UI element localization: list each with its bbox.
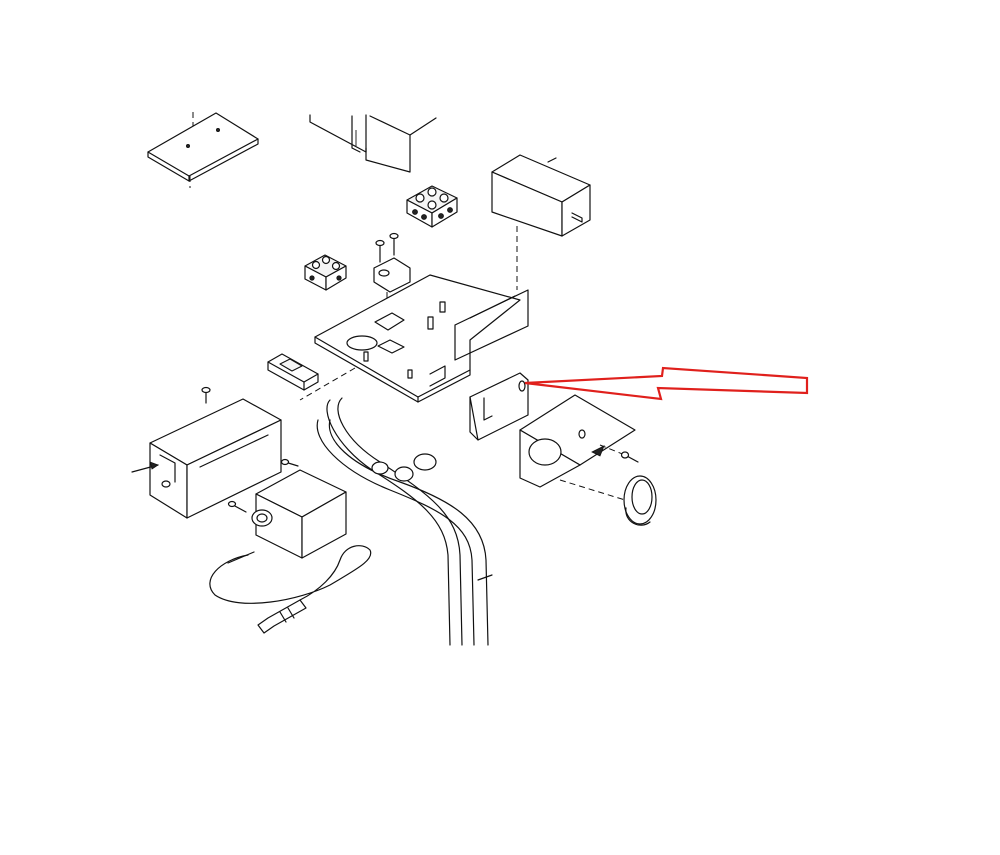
cable-clamp bbox=[373, 232, 411, 312]
front-panel bbox=[519, 394, 639, 501]
terminal-block-small bbox=[304, 254, 347, 291]
mounting-plate bbox=[147, 112, 259, 188]
ignition-transformer bbox=[227, 469, 347, 559]
control-tab-bracket bbox=[469, 372, 529, 441]
spark-generator-box bbox=[131, 386, 299, 519]
knob-cover bbox=[623, 475, 657, 526]
clip-connector bbox=[267, 353, 319, 391]
main-bracket-plate bbox=[299, 274, 529, 403]
upper-cabinet-fragment bbox=[309, 114, 437, 173]
terminal-block-large bbox=[406, 185, 458, 228]
ignition-electrode-lead bbox=[209, 545, 372, 634]
motor-unit bbox=[491, 154, 591, 290]
gas-pipes bbox=[316, 397, 493, 646]
red-outline-arrow-icon bbox=[524, 366, 809, 401]
